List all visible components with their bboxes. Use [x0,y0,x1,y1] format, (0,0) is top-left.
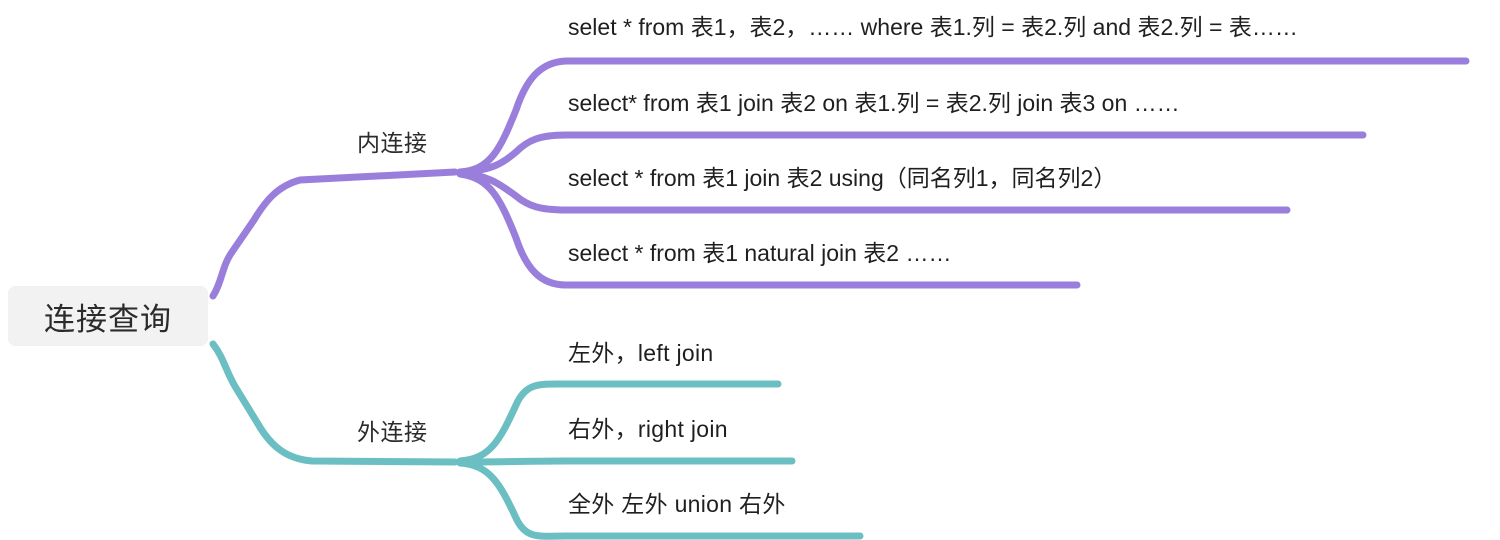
connector-inner-leaf-1 [456,57,1470,176]
leaf-inner-1[interactable]: selet * from 表1，表2，…… where 表1.列 = 表2.列 … [568,14,1298,40]
branch-label-inner[interactable]: 内连接 [357,130,428,156]
leaf-inner-3[interactable]: select * from 表1 join 表2 using（同名列1，同名列2… [568,165,1117,191]
leaf-outer-1[interactable]: 左外，left join [568,340,714,366]
leaf-inner-2[interactable]: select* from 表1 join 表2 on 表1.列 = 表2.列 j… [568,90,1180,116]
leaf-outer-2[interactable]: 右外，right join [568,416,728,442]
leaf-inner-4[interactable]: select * from 表1 natural join 表2 …… [568,240,952,266]
branch-label-outer[interactable]: 外连接 [357,419,428,445]
connector-outer-leaf-2 [456,457,796,466]
leaf-outer-3[interactable]: 全外 左外 union 右外 [568,491,786,517]
connector-root-to-inner [209,168,459,300]
root-node-label: 连接查询 [44,301,172,337]
root-node[interactable]: 连接查询 [8,286,208,346]
